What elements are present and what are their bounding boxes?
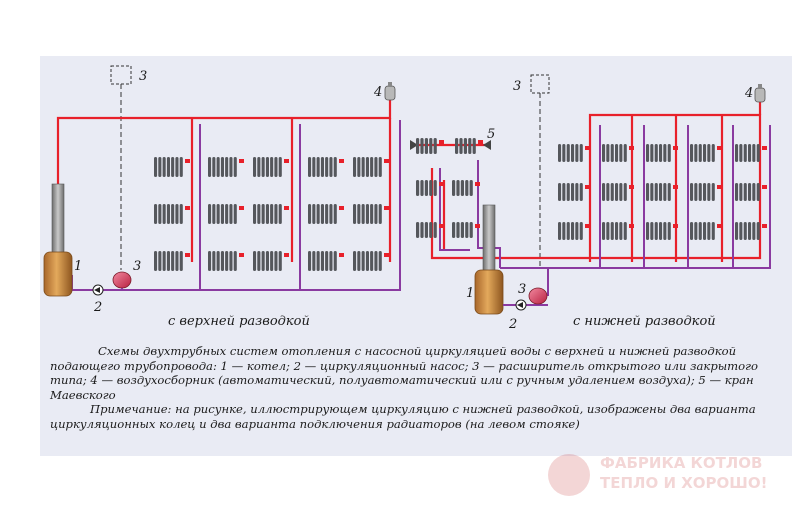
radiator [208, 251, 244, 271]
mayevsky-valves [410, 140, 491, 150]
radiator [735, 144, 767, 162]
radiator [646, 183, 678, 201]
scheme-top-distribution: 1 2 3 3 4 с верхней разводкой [43, 65, 401, 329]
expansion-tank-right [530, 74, 550, 94]
boiler [43, 183, 73, 297]
expansion-vessel [112, 271, 132, 290]
label-boiler: 1 [74, 259, 82, 274]
radiator [353, 251, 389, 271]
air-vent-right [754, 84, 766, 103]
radiator-grid-top [154, 157, 389, 271]
radiator [602, 222, 634, 240]
radiator [602, 183, 634, 201]
radiator [558, 183, 590, 201]
pump-right [503, 299, 548, 311]
radiator [690, 222, 722, 240]
radiator [452, 222, 480, 238]
label-pump: 2 [93, 300, 102, 315]
subtitle-top-distribution: с верхней разводкой [168, 314, 310, 329]
watermark: ФАБРИКА КОТЛОВ ТЕПЛО И ХОРОШО! [548, 452, 798, 502]
radiator [154, 157, 190, 177]
figure-caption: Схемы двухтрубных систем отопления с нас… [50, 344, 785, 432]
radiator [154, 251, 190, 271]
caption-note: Примечание: на рисунке, иллюстрирующем ц… [50, 402, 756, 431]
label-expansion-vessel: 3 [133, 259, 141, 274]
radiator [735, 183, 767, 201]
radiator [208, 204, 244, 224]
radiator [558, 222, 590, 240]
watermark-line-1: ФАБРИКА КОТЛОВ [600, 454, 763, 472]
radiator [690, 144, 722, 162]
label-boiler-right: 1 [466, 286, 474, 301]
scheme-bottom-distribution: 1 2 3 3 4 5 с нижней разводкой [410, 74, 771, 332]
radiator [602, 144, 634, 162]
expansion-tank [110, 65, 132, 85]
radiator [558, 144, 590, 162]
radiator [308, 157, 344, 177]
radiator [353, 157, 389, 177]
radiator [308, 251, 344, 271]
expansion-vessel-right [528, 287, 548, 305]
radiator [452, 180, 480, 196]
radiator [154, 204, 190, 224]
label-air-vent: 4 [373, 85, 382, 100]
radiator-grid-bottom [558, 144, 767, 240]
caption-main: Схемы двухтрубных систем отопления с нас… [50, 344, 758, 402]
label-air-vent-right: 4 [744, 86, 753, 101]
radiator [353, 204, 389, 224]
label-mayevsky-valve: 5 [487, 127, 495, 142]
radiator [690, 183, 722, 201]
radiator-riser-left [416, 138, 483, 238]
boiler-right [474, 204, 504, 315]
radiator [308, 204, 344, 224]
label-expansion-tank-right: 3 [513, 79, 521, 94]
radiator [455, 138, 483, 154]
supply-pipe-top [56, 100, 392, 262]
radiator [253, 157, 289, 177]
watermark-line-2: ТЕПЛО И ХОРОШО! [600, 474, 768, 492]
radiator [735, 222, 767, 240]
radiator [646, 222, 678, 240]
radiator [253, 251, 289, 271]
label-expansion-tank: 3 [139, 69, 147, 84]
radiator [253, 204, 289, 224]
radiator [416, 180, 444, 196]
air-vent [384, 82, 396, 101]
radiator [416, 222, 444, 238]
watermark-logo-icon [548, 454, 590, 496]
radiator [646, 144, 678, 162]
label-expansion-vessel-right: 3 [518, 282, 526, 297]
subtitle-bottom-distribution: с нижней разводкой [573, 314, 716, 329]
pump [92, 284, 104, 296]
label-pump-right: 2 [508, 317, 517, 332]
radiator [416, 138, 444, 154]
radiator [208, 157, 244, 177]
